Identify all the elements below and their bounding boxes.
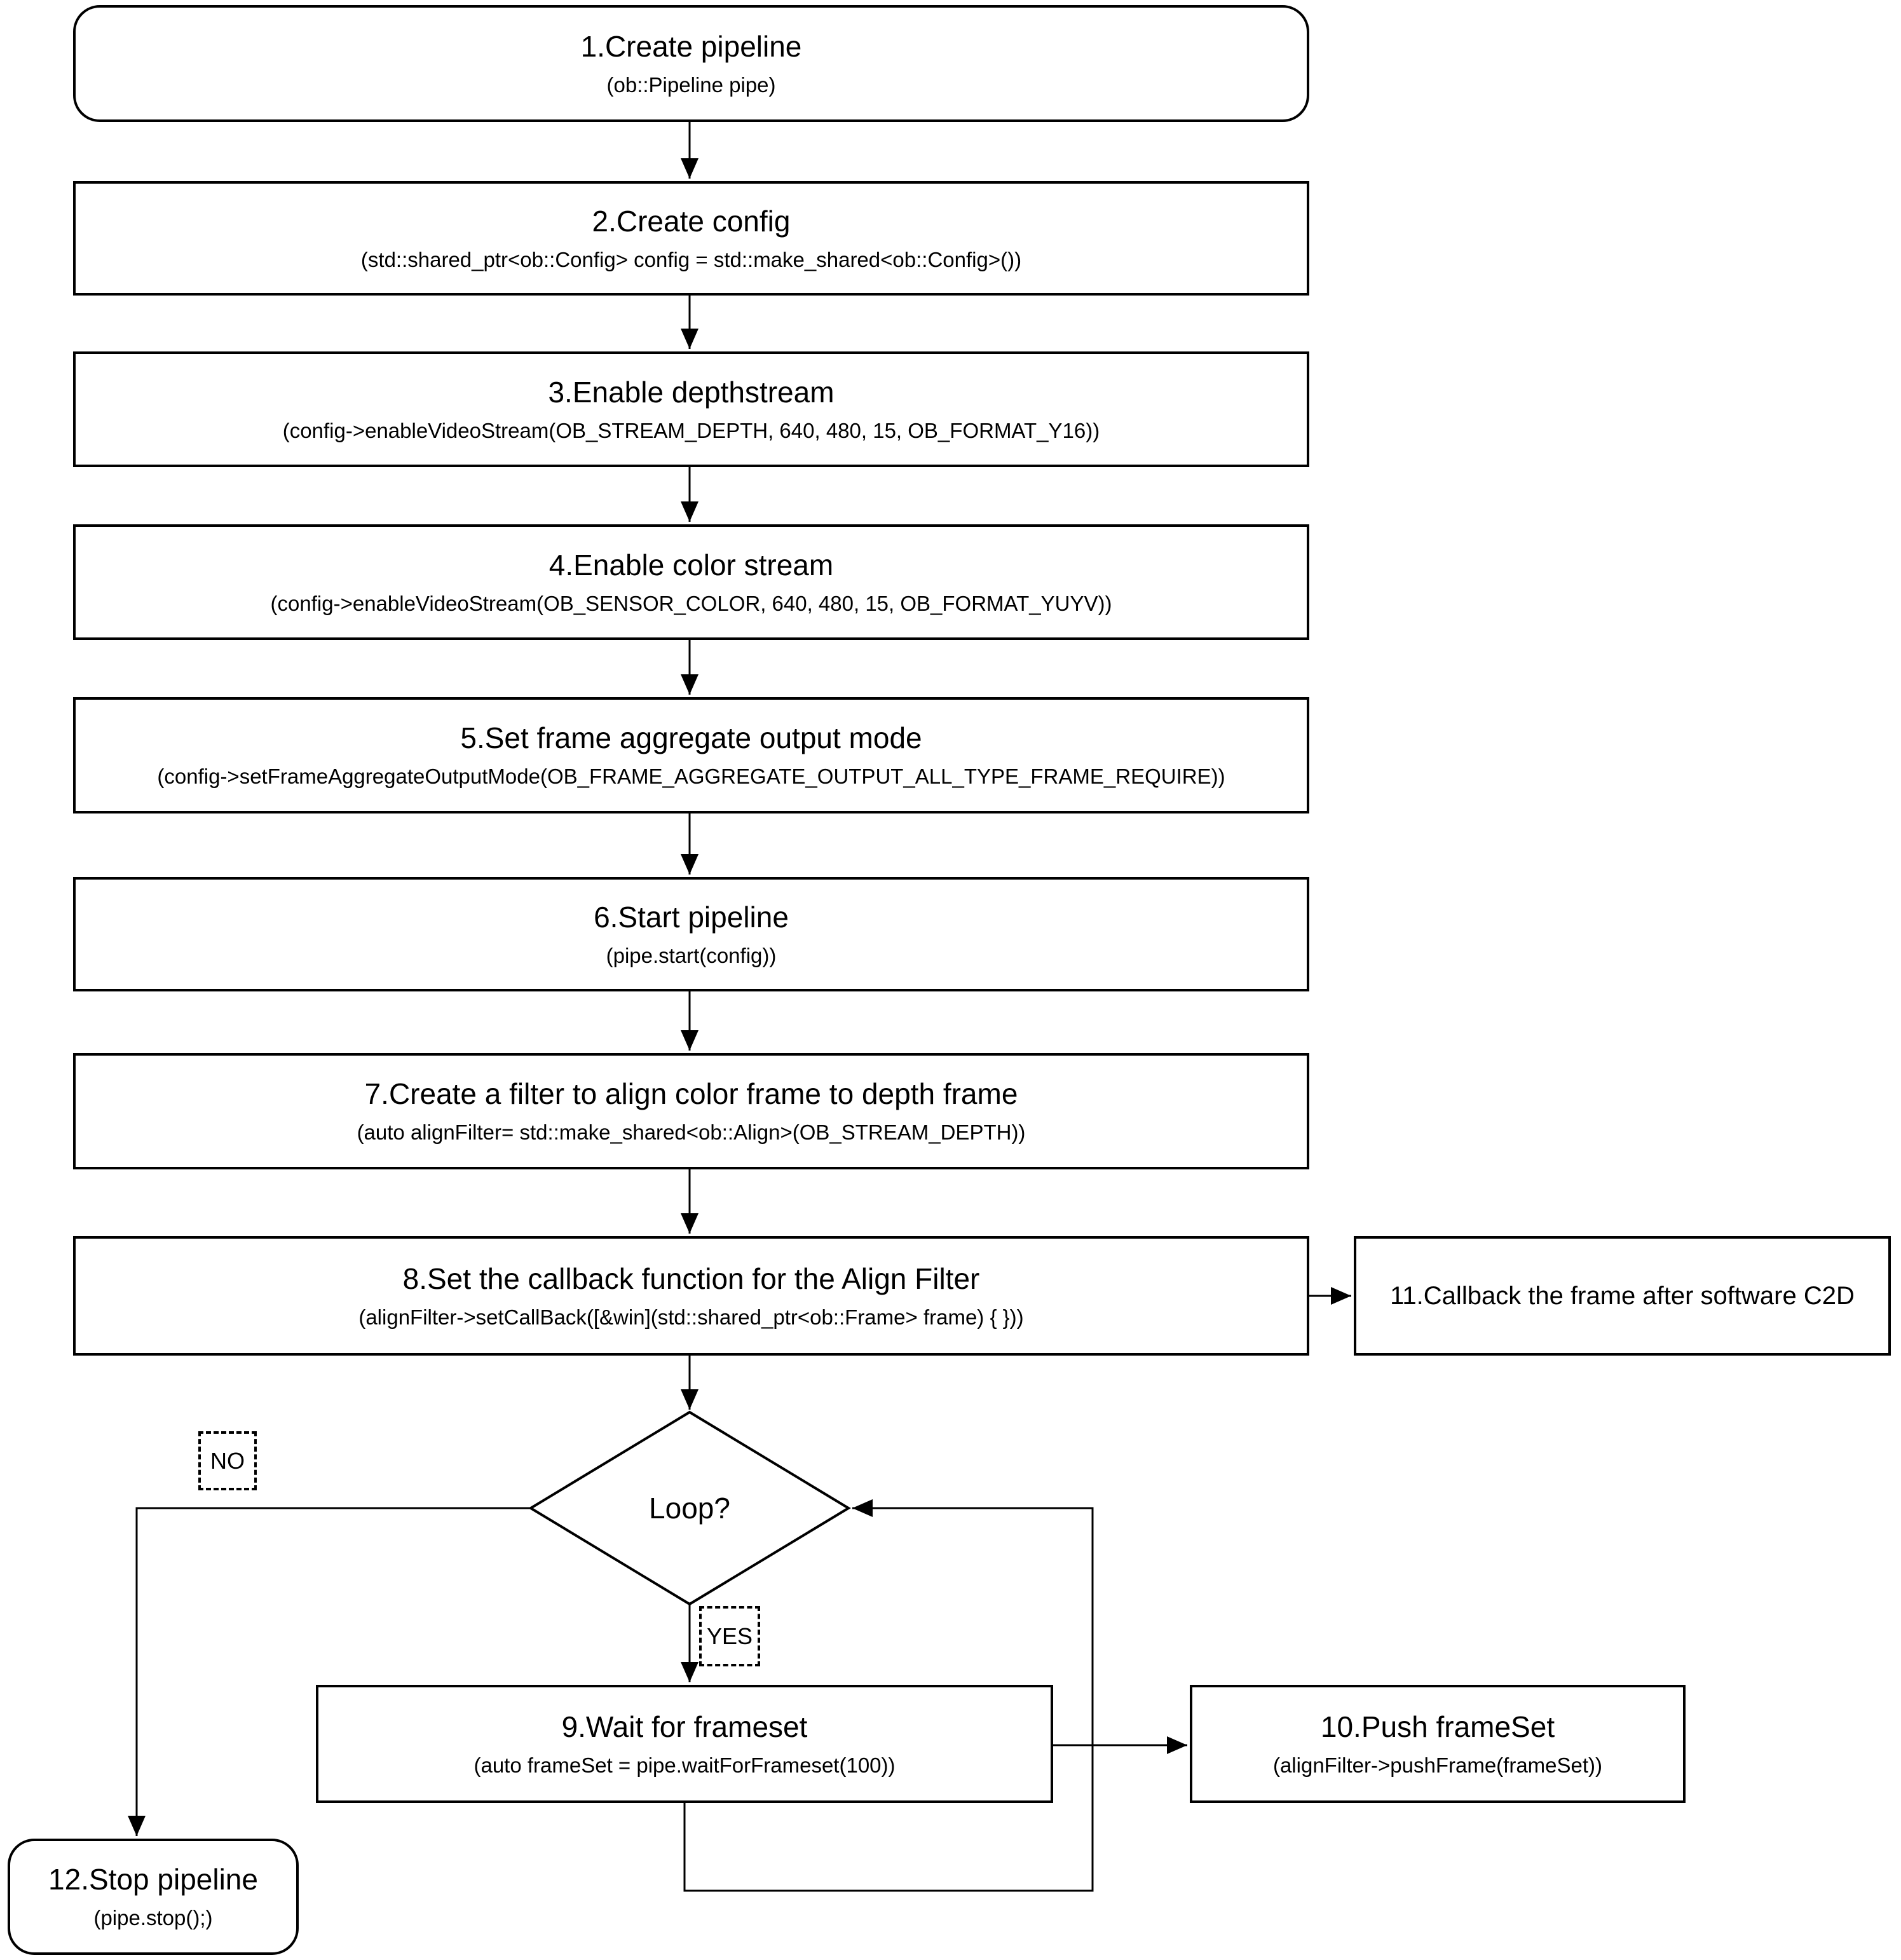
node-title: 2.Create config xyxy=(592,204,791,238)
node-title: 6.Start pipeline xyxy=(594,900,789,934)
node-code: (config->enableVideoStream(OB_STREAM_DEP… xyxy=(282,418,1100,442)
node-title: 1.Create pipeline xyxy=(580,29,802,63)
node-title: 9.Wait for frameset xyxy=(561,1710,808,1743)
node-title: 11.Callback the frame after software C2D xyxy=(1390,1282,1855,1310)
node-11-callback-frame-after-c2d: 11.Callback the frame after software C2D xyxy=(1354,1236,1891,1356)
branch-label-no: NO xyxy=(198,1431,257,1490)
node-title: 10.Push frameSet xyxy=(1320,1710,1555,1743)
node-code: (alignFilter->setCallBack([&win](std::sh… xyxy=(358,1305,1024,1329)
node-code: (ob::Pipeline pipe) xyxy=(606,72,776,97)
node-6-start-pipeline: 6.Start pipeline (pipe.start(config)) xyxy=(73,877,1309,991)
node-code: (auto frameSet = pipe.waitForFrameset(10… xyxy=(474,1753,896,1777)
node-title: 8.Set the callback function for the Alig… xyxy=(402,1262,980,1295)
node-code: (pipe.stop();) xyxy=(93,1906,213,1930)
node-code: (alignFilter->pushFrame(frameSet)) xyxy=(1272,1753,1603,1777)
node-9-wait-for-frameset: 9.Wait for frameset (auto frameSet = pip… xyxy=(316,1685,1053,1803)
node-code: (std::shared_ptr<ob::Config> config = st… xyxy=(360,247,1022,271)
node-3-enable-depthstream: 3.Enable depthstream (config->enableVide… xyxy=(73,351,1309,467)
node-code: (pipe.start(config)) xyxy=(606,943,777,967)
edge-loopback-9-diamond xyxy=(683,1499,1094,1892)
node-4-enable-color-stream: 4.Enable color stream (config->enableVid… xyxy=(73,524,1309,640)
node-code: (auto alignFilter= std::make_shared<ob::… xyxy=(357,1120,1026,1145)
node-1-create-pipeline: 1.Create pipeline (ob::Pipeline pipe) xyxy=(73,5,1309,122)
node-title: 7.Create a filter to align color frame t… xyxy=(364,1077,1018,1111)
node-7-create-align-filter: 7.Create a filter to align color frame t… xyxy=(73,1053,1309,1169)
node-2-create-config: 2.Create config (std::shared_ptr<ob::Con… xyxy=(73,181,1309,296)
node-code: (config->setFrameAggregateOutputMode(OB_… xyxy=(157,765,1225,789)
node-title: 12.Stop pipeline xyxy=(48,1863,258,1896)
node-title: 5.Set frame aggregate output mode xyxy=(460,721,922,755)
node-10-push-frameset: 10.Push frameSet (alignFilter->pushFrame… xyxy=(1190,1685,1686,1803)
node-5-set-frame-aggregate-output-mode: 5.Set frame aggregate output mode (confi… xyxy=(73,697,1309,813)
node-title: 4.Enable color stream xyxy=(548,548,834,582)
decision-loop-shape xyxy=(528,1410,851,1606)
node-title: 3.Enable depthstream xyxy=(548,375,835,409)
branch-label-yes: YES xyxy=(699,1606,760,1666)
node-12-stop-pipeline: 12.Stop pipeline (pipe.stop();) xyxy=(8,1839,299,1955)
node-8-set-callback-function: 8.Set the callback function for the Alig… xyxy=(73,1236,1309,1356)
decision-loop-label: Loop? xyxy=(649,1492,730,1525)
node-code: (config->enableVideoStream(OB_SENSOR_COL… xyxy=(270,591,1112,615)
edge-no-to-12 xyxy=(128,1507,531,1836)
